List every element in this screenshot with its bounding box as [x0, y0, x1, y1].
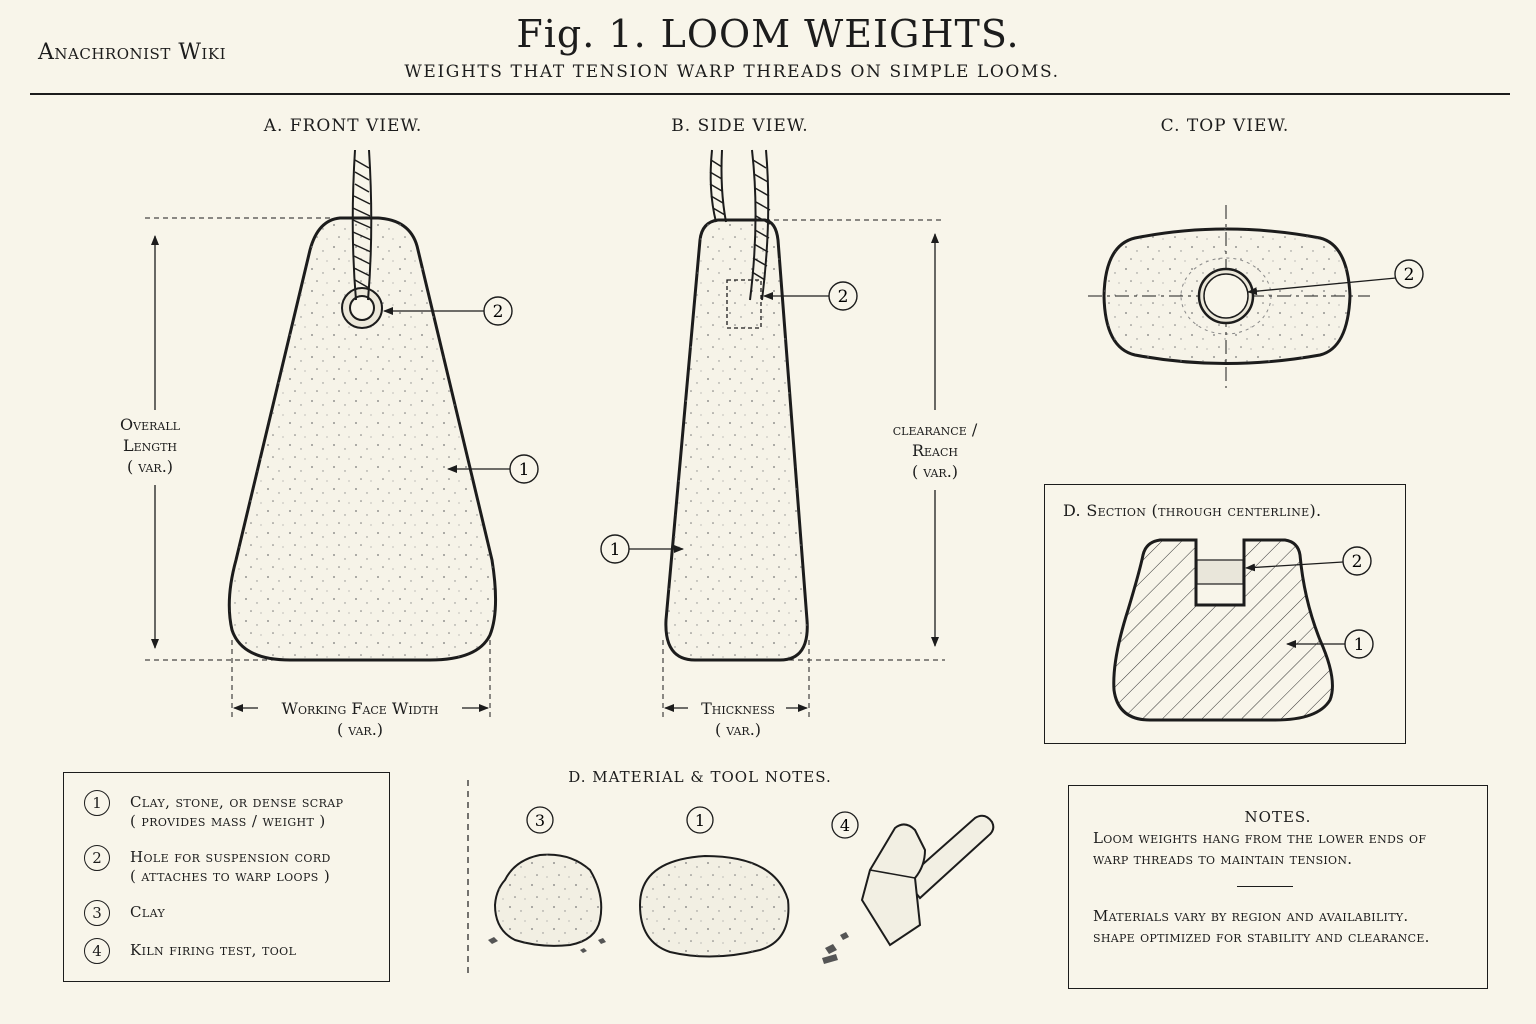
legend-2-line2: ( attaches to warp loops ) [130, 867, 331, 885]
side-callout-1 [600, 534, 630, 564]
notes-p1-line2: warp threads to maintain tension. [1093, 850, 1353, 868]
legend-item: 2 Hole for suspension cord( attaches to … [84, 845, 331, 886]
legend-1-line1: Clay, stone, or dense scrap [130, 793, 344, 811]
side-dim-thickness-label: Thickness ( var.) [686, 698, 790, 740]
side-dim-thickness-line1: Thickness [701, 699, 775, 718]
section-title: D. Section (through centerline). [1063, 501, 1322, 520]
top-view-title: C. Top view. [1160, 116, 1290, 136]
materials-title: d. material & tool notes. [568, 768, 832, 786]
material-stone: 3 [488, 806, 606, 953]
front-view-drawing: 2 1 [145, 149, 539, 718]
figure-number: Fig. 1. [516, 12, 647, 56]
front-dim-length-label: Overall Length ( var.) [95, 414, 205, 477]
figure-subtitle: weights that tension warp threads on sim… [404, 62, 1060, 82]
front-view-title: A. Front view. [263, 116, 423, 136]
notes-panel: notes. Loom weights hang from the lower … [1068, 785, 1488, 989]
legend-item: 1 Clay, stone, or dense scrap( provides … [84, 790, 344, 831]
legend-num-4: 4 [84, 938, 110, 964]
notes-p1-line1: Loom weights hang from the lower ends of [1093, 829, 1427, 847]
notes-p2-line1: Materials vary by region and availabilit… [1093, 907, 1409, 925]
side-dim-clearance-label: clearance / Reach ( var.) [875, 419, 995, 482]
side-hidden-hole [726, 279, 762, 329]
front-dim-length-line1: Overall [120, 415, 180, 434]
figure-title-text: LOOM WEIGHTS. [660, 12, 1020, 56]
section-callout-2-label: 2 [1352, 552, 1363, 572]
section-callout-1-label: 1 [1354, 635, 1365, 655]
side-dim-clearance-line1: clearance / [892, 420, 978, 439]
top-callout-2-label: 2 [1404, 265, 1415, 285]
legend-4-line1: Kiln firing test, tool [130, 941, 297, 959]
notes-paragraph-2: Materials vary by region and availabilit… [1093, 906, 1473, 948]
legend-panel: 1 Clay, stone, or dense scrap( provides … [63, 772, 390, 982]
front-callout-2 [483, 296, 513, 326]
material-clay-lump: 1 [638, 806, 790, 958]
section-panel: D. Section (through centerline). [1044, 484, 1406, 744]
side-dim-clearance-line3: ( var.) [911, 462, 959, 481]
material-callout-4-label: 4 [840, 816, 850, 835]
notes-divider [1237, 886, 1293, 887]
side-cord-twist [709, 159, 771, 281]
section-cord-channel [1196, 559, 1244, 585]
material-hammer: 4 [822, 811, 995, 964]
notes-p2-line2: shape optimized for stability and cleara… [1093, 928, 1430, 946]
side-view-drawing: 2 1 [600, 149, 945, 718]
top-view-drawing: 2 [1088, 205, 1424, 388]
notes-title: notes. [1244, 808, 1312, 826]
front-dim-length-line3: ( var.) [126, 457, 174, 476]
section-callout-2 [1342, 546, 1372, 576]
legend-2-line1: Hole for suspension cord [130, 848, 331, 866]
front-dim-width-label: Working Face Width ( var.) [260, 698, 460, 740]
section-body [1112, 538, 1334, 722]
front-dim-width-line2: ( var.) [336, 720, 384, 739]
figure-title: Fig. 1. LOOM WEIGHTS. [0, 12, 1536, 56]
legend-1-line2: ( provides mass / weight ) [130, 812, 326, 830]
front-callout-1-label: 1 [519, 460, 530, 480]
material-callout-4 [831, 811, 859, 839]
material-callout-3-label: 3 [535, 811, 545, 830]
side-dim-clearance-line2: Reach [911, 441, 959, 460]
top-callout-2 [1394, 259, 1424, 289]
legend-3-line1: Clay [130, 903, 166, 921]
front-dim-width-line1: Working Face Width [281, 699, 439, 718]
side-callout-2 [828, 281, 858, 311]
side-callout-1-label: 1 [610, 540, 621, 560]
material-callout-1 [686, 806, 714, 834]
legend-num-1: 1 [84, 790, 110, 816]
notes-paragraph-1: Loom weights hang from the lower ends of… [1093, 828, 1473, 870]
side-view-title: B. Side view. [671, 116, 809, 136]
material-callout-1-label: 1 [695, 811, 705, 830]
front-callout-1 [509, 454, 539, 484]
front-cord-twist [352, 159, 372, 289]
legend-item: 3 Clay [84, 900, 166, 926]
front-dim-length-line2: Length [123, 436, 177, 455]
material-callout-3 [526, 806, 554, 834]
site-name[interactable]: Anachronist Wiki [38, 40, 226, 65]
legend-num-2: 2 [84, 845, 110, 871]
side-callout-2-label: 2 [838, 287, 849, 307]
side-dim-thickness-line2: ( var.) [714, 720, 762, 739]
front-callout-2-label: 2 [493, 302, 504, 322]
section-callout-1 [1344, 629, 1374, 659]
legend-num-3: 3 [84, 900, 110, 926]
legend-item: 4 Kiln firing test, tool [84, 938, 297, 964]
section-drawing: 2 1 [1112, 538, 1374, 722]
